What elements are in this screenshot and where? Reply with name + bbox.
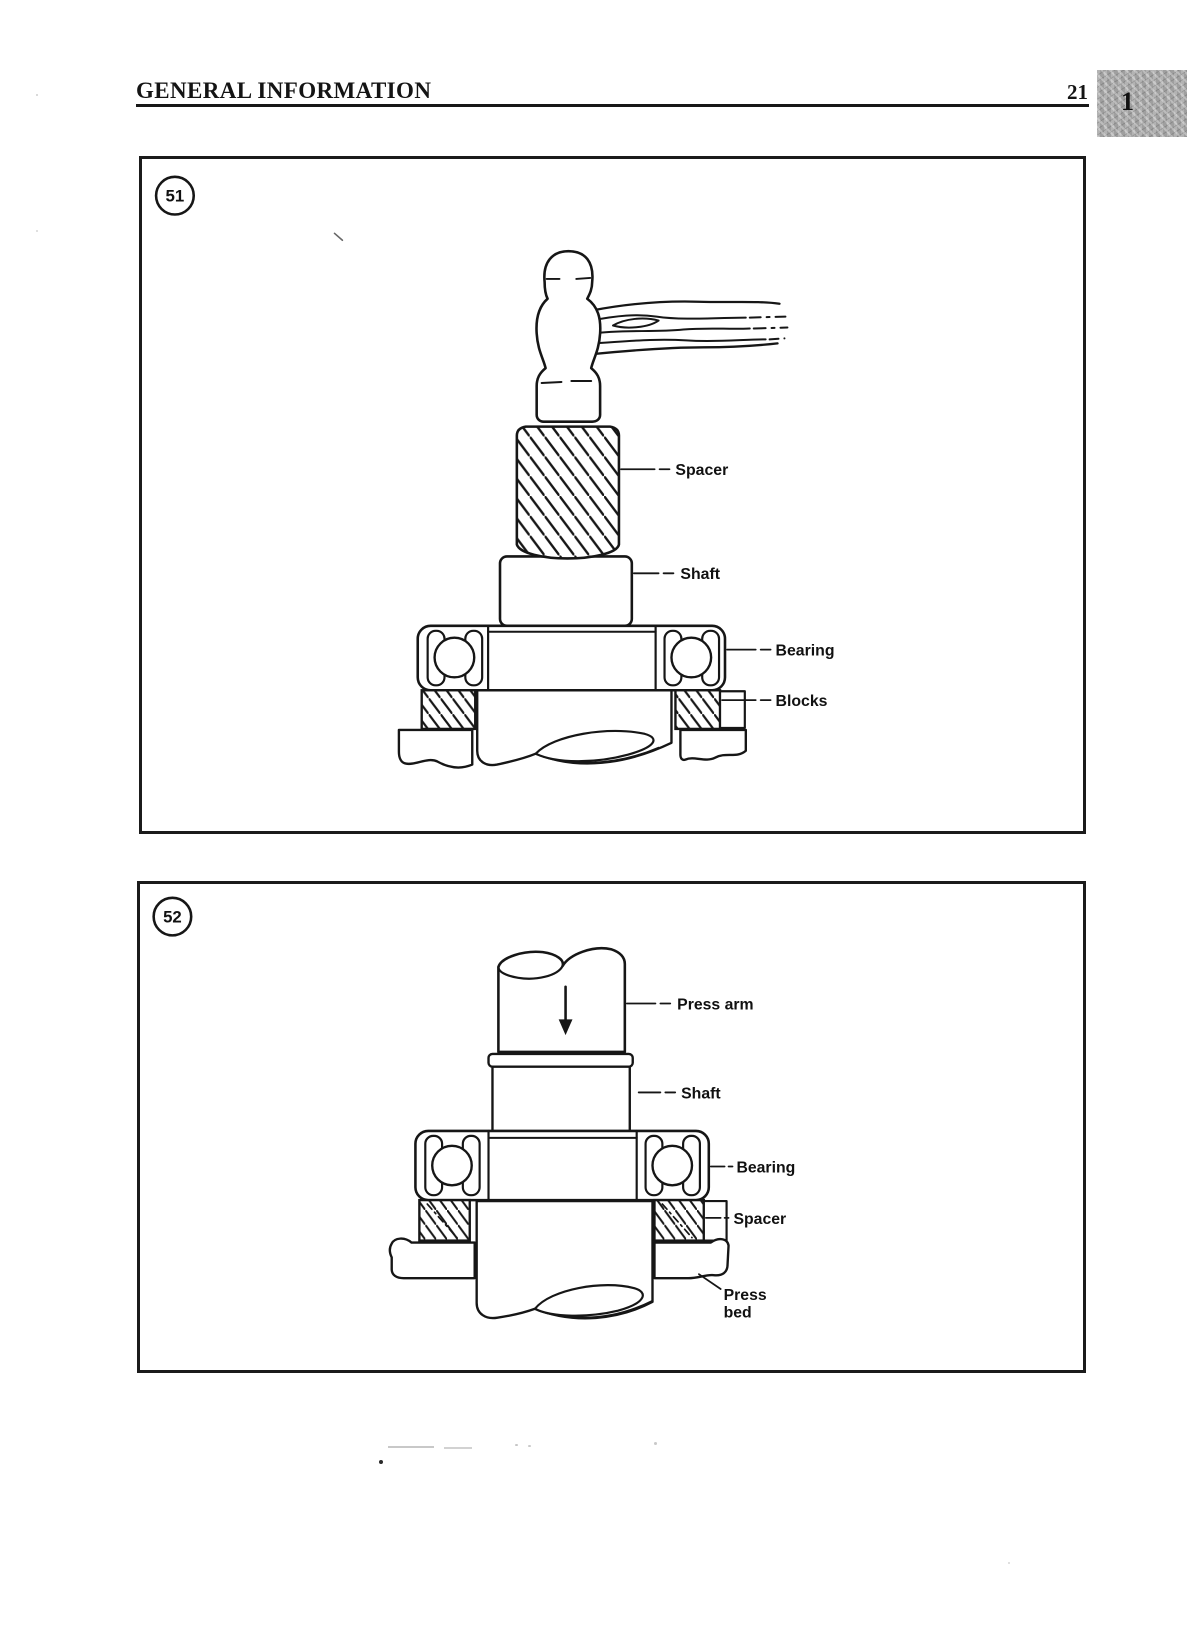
label-shaft: Shaft: [680, 566, 720, 583]
label-bearing: Bearing: [776, 643, 835, 660]
label-press-bed-line2: bed: [724, 1305, 752, 1322]
figure-number-badge: 52: [152, 896, 193, 937]
figure-52-callouts: Press arm Shaft Bearing Spacer Press bed: [625, 996, 795, 1322]
scan-speck: [379, 1460, 383, 1464]
hammer-handle: [590, 300, 789, 356]
scan-speck: [528, 1445, 531, 1447]
bearing-assembly: [414, 1129, 711, 1202]
label-spacer: Spacer: [733, 1211, 786, 1228]
label-spacer: Spacer: [675, 462, 728, 479]
bearing-ball-right: [663, 629, 721, 687]
scan-speck: [36, 94, 38, 96]
scan-speck: [515, 1444, 518, 1446]
figure-number-badge: 51: [154, 175, 196, 216]
figure-52-frame: 52: [137, 881, 1086, 1373]
page-number: 21: [1067, 80, 1088, 104]
bearing-ball-left: [426, 629, 484, 687]
chapter-tab: 1: [1097, 70, 1187, 137]
label-bearing: Bearing: [736, 1159, 795, 1176]
scan-mark: [444, 1447, 472, 1449]
label-blocks: Blocks: [776, 693, 828, 710]
press-force-arrow: [558, 985, 573, 1036]
lower-shaft: [476, 689, 673, 767]
press-bed: [388, 1237, 730, 1280]
figure-51-frame: 51: [139, 156, 1086, 834]
bearing-ball-left: [424, 1134, 481, 1197]
figure-51-illustration: 51: [154, 175, 835, 769]
figure-52-illustration: 52: [152, 896, 795, 1322]
label-shaft: Shaft: [681, 1085, 721, 1102]
figure-number: 51: [166, 187, 185, 206]
hammer-head: [535, 249, 602, 423]
figure-number: 52: [163, 908, 182, 927]
blocks-hatched: [420, 689, 746, 731]
scan-speck: [36, 230, 38, 232]
chapter-tab-number: 1: [1121, 87, 1134, 116]
shaft-block: [487, 1052, 634, 1134]
press-arm: [497, 947, 627, 1054]
header-rule: [136, 104, 1089, 107]
support-plates: [397, 728, 747, 769]
bearing-assembly: [416, 624, 727, 692]
scan-speck: [654, 1442, 657, 1445]
scan-speck: [1008, 1562, 1010, 1564]
page-title: GENERAL INFORMATION: [136, 78, 432, 103]
scan-tick: [333, 232, 344, 242]
bearing-ball-right: [644, 1134, 701, 1197]
label-press-arm: Press arm: [677, 996, 753, 1013]
scan-mark: [388, 1446, 434, 1448]
spacer-hatched: [515, 425, 621, 560]
shaft-block: [498, 555, 634, 628]
label-press-bed-line1: Press: [724, 1287, 767, 1304]
spacer-hatched: [418, 1198, 728, 1242]
figure-51-callouts: Spacer Shaft Bearing Blocks: [620, 462, 835, 710]
lower-shaft: [475, 1199, 654, 1320]
